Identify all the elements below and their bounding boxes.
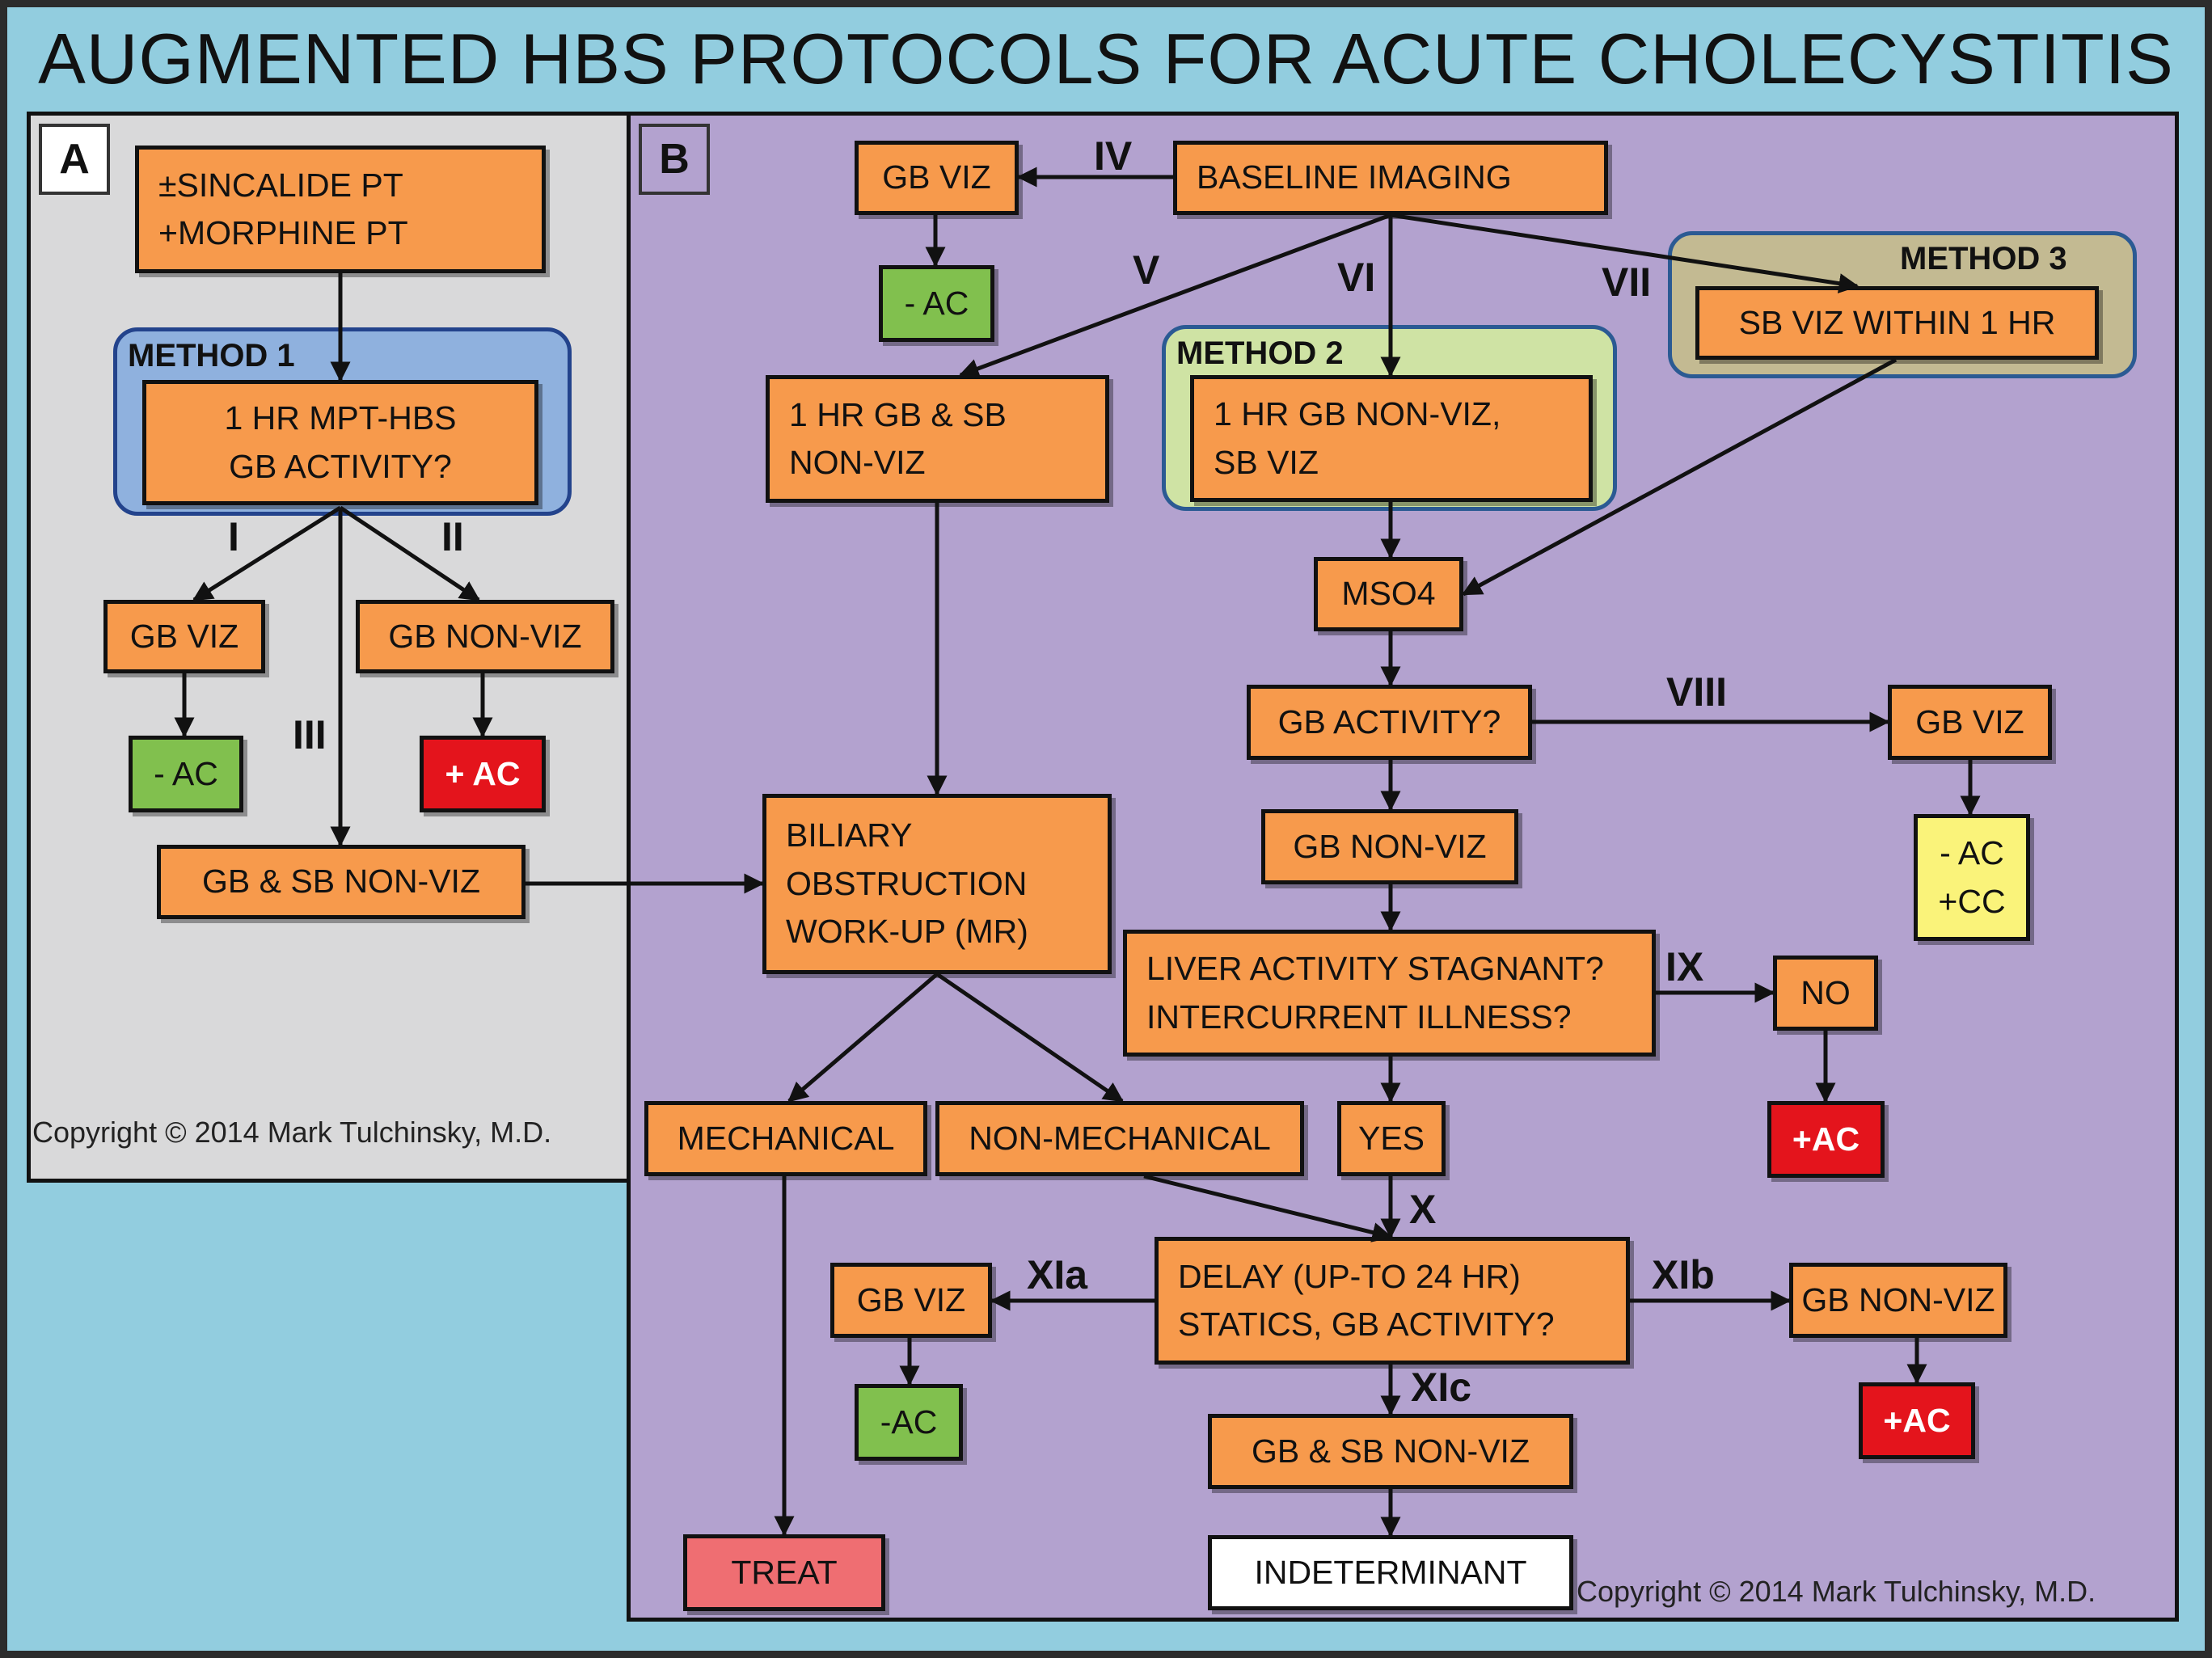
delay-line-1: DELAY (UP-TO 24 HR): [1178, 1257, 1521, 1295]
gb-sb-nonviz-1hr-line-2: NON-VIZ: [789, 444, 926, 481]
route-label-ix: IX: [1665, 944, 1704, 989]
liver-question-box: LIVER ACTIVITY STAGNANT? INTERCURRENT IL…: [1123, 930, 1656, 1057]
delay-line-2: STATICS, GB ACTIVITY?: [1178, 1306, 1555, 1343]
method-3-label: METHOD 3: [1900, 241, 2067, 276]
gb-nonviz-mid-box: GB NON-VIZ: [1261, 809, 1518, 884]
route-label-i: I: [228, 514, 239, 559]
route-label-xic: XIc: [1411, 1365, 1472, 1410]
gb-sb-nonviz-1hr-line-1: 1 HR GB & SB: [789, 395, 1007, 433]
method-2-label: METHOD 2: [1176, 335, 1344, 371]
method-1-label: METHOD 1: [128, 338, 295, 373]
gb-viz-top-box: GB VIZ: [855, 141, 1019, 215]
gb-nonviz-sb-viz-line-1: 1 HR GB NON-VIZ,: [1214, 395, 1501, 433]
arrow-route-ii: [339, 505, 481, 602]
gb-sb-nonviz-a-box: GB & SB NON-VIZ: [157, 845, 526, 919]
arrow-route-i: [192, 505, 342, 602]
pretreatment-line-1: ±SINCALIDE PT: [158, 166, 403, 204]
route-label-x: X: [1409, 1187, 1437, 1232]
arrow-nonmechanical-to-delay: [1143, 1174, 1393, 1242]
pretreatment-box: ±SINCALIDE PT +MORPHINE PT: [135, 146, 546, 273]
mpt-hbs-box: 1 HR MPT-HBS GB ACTIVITY?: [142, 380, 538, 505]
route-label-xib: XIb: [1652, 1252, 1715, 1297]
arrow-route-v: [958, 213, 1391, 378]
neg-ac-pos-cc-box: - AC +CC: [1914, 814, 2030, 941]
neg-ac-a-box: - AC: [129, 736, 243, 812]
biliary-workup-line-2: OBSTRUCTION: [786, 864, 1028, 902]
gb-viz-xia-box: GB VIZ: [830, 1263, 992, 1338]
gb-activity-box: GB ACTIVITY?: [1247, 685, 1532, 760]
arrow-biliary-to-nonmechanical: [935, 972, 1125, 1103]
treat-box: TREAT: [683, 1534, 885, 1611]
biliary-workup-line-3: WORK-UP (MR): [786, 913, 1028, 951]
indeterminant-box: INDETERMINANT: [1208, 1535, 1573, 1610]
route-label-vii: VII: [1602, 259, 1652, 305]
neg-ac-xia-box: -AC: [855, 1384, 963, 1461]
pos-ac-a-box: + AC: [420, 736, 546, 812]
gb-viz-a-box: GB VIZ: [103, 600, 265, 673]
gb-nonviz-sb-viz-line-2: SB VIZ: [1214, 443, 1319, 481]
route-label-v: V: [1133, 247, 1160, 293]
copyright-b: Copyright © 2014 Mark Tulchinsky, M.D.: [1577, 1575, 2096, 1608]
biliary-workup-box: BILIARY OBSTRUCTION WORK-UP (MR): [762, 794, 1112, 974]
gb-nonviz-a-box: GB NON-VIZ: [356, 600, 614, 673]
neg-ac-top-box: - AC: [879, 265, 994, 342]
route-label-viii: VIII: [1666, 669, 1728, 715]
route-label-iii: III: [293, 712, 327, 757]
delay-box: DELAY (UP-TO 24 HR) STATICS, GB ACTIVITY…: [1155, 1237, 1630, 1365]
gb-sb-nonviz-1hr-box: 1 HR GB & SB NON-VIZ: [766, 375, 1109, 503]
route-label-xia: XIa: [1027, 1252, 1088, 1297]
arrow-route-vii: [1390, 213, 1860, 293]
gb-nonviz-sb-viz-box: 1 HR GB NON-VIZ, SB VIZ: [1190, 375, 1593, 502]
arrow-sbviz-to-mso4: [1461, 357, 1898, 597]
route-label-iv: IV: [1094, 133, 1133, 179]
mpt-hbs-line-1: 1 HR MPT-HBS: [224, 399, 457, 437]
pretreatment-line-2: +MORPHINE PT: [158, 214, 408, 251]
liver-question-line-2: INTERCURRENT ILLNESS?: [1146, 998, 1572, 1036]
no-box: NO: [1773, 956, 1878, 1031]
neg-ac-pos-cc-line-2: +CC: [1938, 882, 2006, 920]
baseline-imaging-box: BASELINE IMAGING: [1173, 141, 1608, 215]
route-label-ii: II: [441, 514, 464, 559]
gb-nonviz-xib-box: GB NON-VIZ: [1789, 1263, 2007, 1338]
yes-box: YES: [1337, 1101, 1446, 1176]
mso4-box: MSO4: [1314, 557, 1463, 631]
gb-sb-nonviz-xic-box: GB & SB NON-VIZ: [1208, 1414, 1573, 1489]
pos-ac-ix-box: +AC: [1767, 1101, 1885, 1178]
arrow-biliary-to-mechanical: [787, 972, 939, 1103]
non-mechanical-box: NON-MECHANICAL: [935, 1101, 1304, 1176]
route-label-vi: VI: [1337, 255, 1376, 300]
copyright-a: Copyright © 2014 Mark Tulchinsky, M.D.: [32, 1116, 552, 1149]
gb-viz-viii-box: GB VIZ: [1888, 685, 2052, 760]
mpt-hbs-line-2: GB ACTIVITY?: [229, 447, 452, 485]
sb-viz-1hr-box: SB VIZ WITHIN 1 HR: [1695, 286, 2099, 360]
pos-ac-xib-box: +AC: [1859, 1382, 1975, 1459]
neg-ac-pos-cc-line-1: - AC: [1940, 834, 2004, 872]
mechanical-box: MECHANICAL: [644, 1101, 927, 1176]
biliary-workup-line-1: BILIARY: [786, 816, 913, 854]
diagram-title: AUGMENTED HBS PROTOCOLS FOR ACUTE CHOLEC…: [38, 19, 2174, 99]
panel-a-letter: A: [39, 124, 110, 195]
panel-b-letter: B: [639, 124, 710, 195]
liver-question-line-1: LIVER ACTIVITY STAGNANT?: [1146, 950, 1604, 988]
